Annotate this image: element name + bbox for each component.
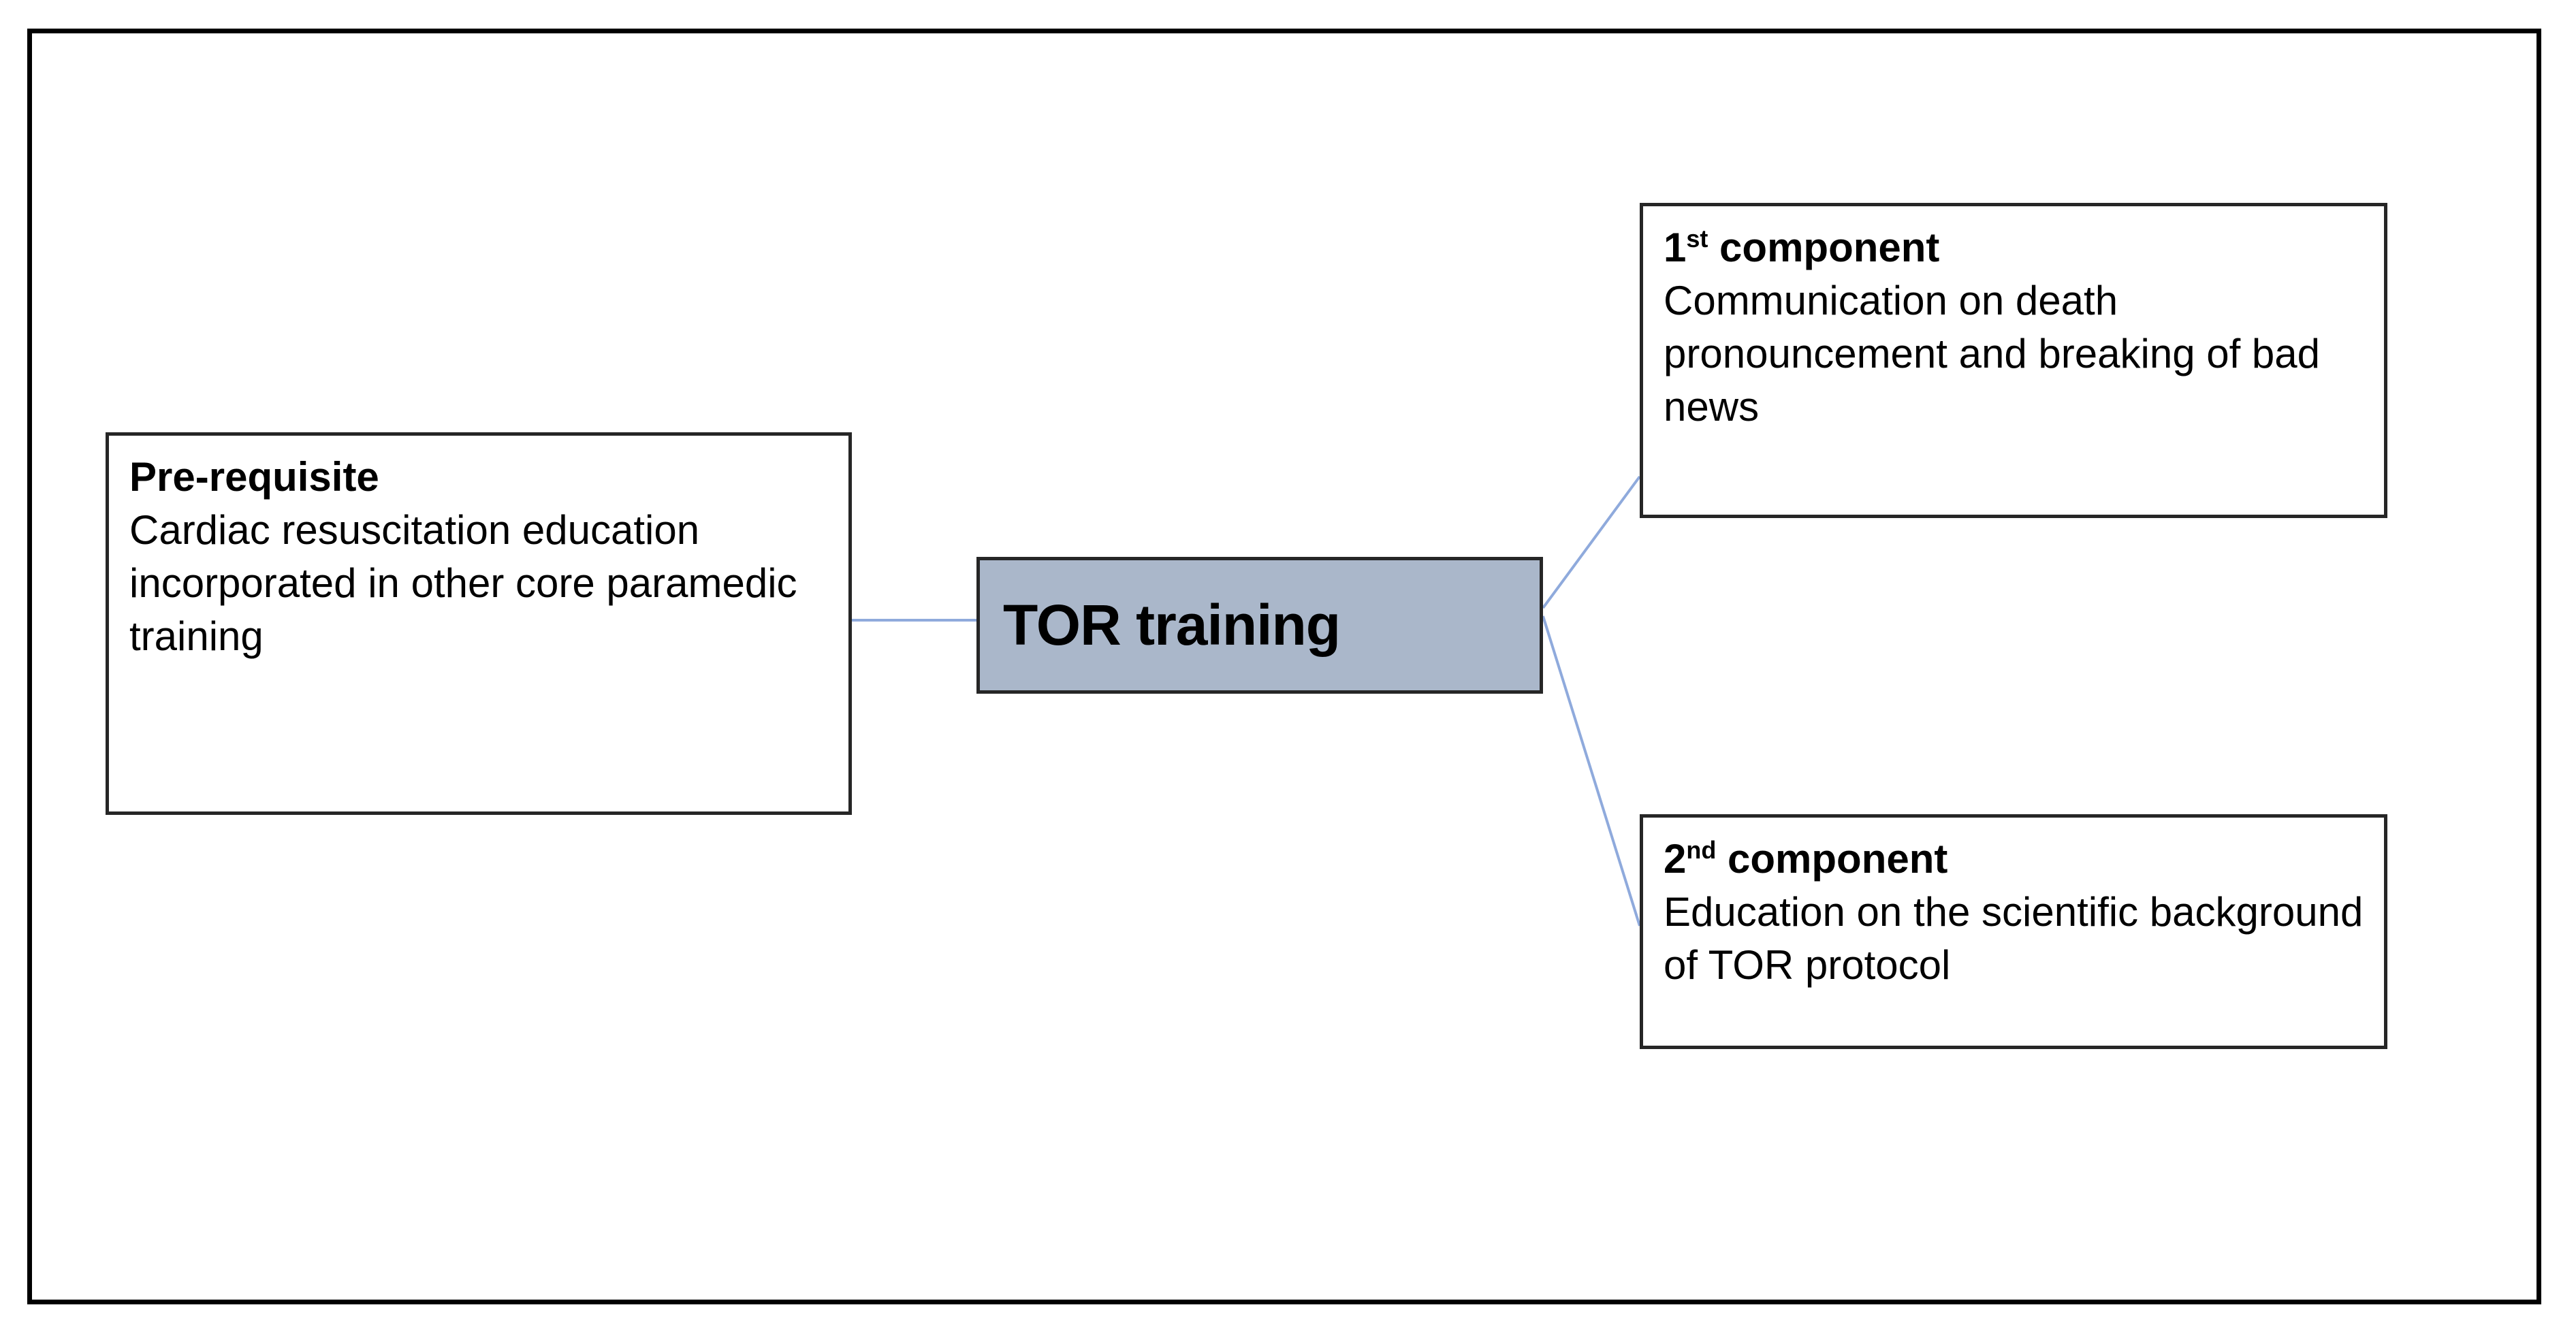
node-component-1[interactable]: 1st component Communication on death pro… — [1640, 203, 2387, 518]
node-component-2-heading-ordinal-suffix: nd — [1686, 836, 1717, 864]
node-component-1-heading-number: 1 — [1664, 225, 1687, 270]
node-prerequisite-body: Cardiac resuscitation education incorpor… — [129, 507, 797, 659]
node-prerequisite[interactable]: Pre-requisite Cardiac resuscitation educ… — [106, 432, 852, 815]
node-component-1-heading-ordinal-suffix: st — [1686, 225, 1708, 253]
node-component-1-body: Communication on death pronouncement and… — [1664, 278, 2321, 430]
node-component-2-heading-rest: component — [1716, 836, 1948, 882]
node-component-1-heading-rest: component — [1708, 225, 1940, 270]
node-component-2[interactable]: 2nd component Education on the scientifi… — [1640, 814, 2387, 1049]
node-component-2-body: Education on the scientific background o… — [1664, 889, 2364, 988]
node-component-2-heading: 2nd component — [1664, 833, 2366, 886]
node-component-2-heading-number: 2 — [1664, 836, 1687, 882]
node-prerequisite-heading: Pre-requisite — [129, 454, 379, 500]
node-tor-training-label: TOR training — [1003, 592, 1341, 657]
node-tor-training[interactable]: TOR training — [976, 557, 1543, 694]
node-component-1-heading: 1st component — [1664, 221, 2366, 274]
